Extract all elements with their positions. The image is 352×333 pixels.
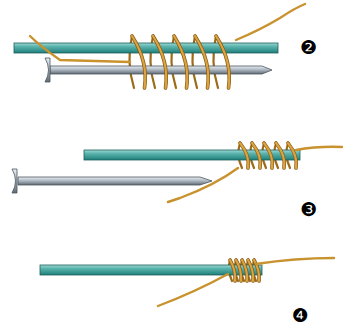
line-wrap <box>230 260 235 281</box>
line-wrap <box>153 36 166 88</box>
line-wrap <box>132 36 145 88</box>
line-wrap <box>195 36 208 88</box>
line-wrap <box>216 36 229 88</box>
line-wrap <box>174 36 187 88</box>
line-wrap <box>174 36 187 88</box>
line-wrap <box>248 260 253 281</box>
line-wrap <box>264 143 272 168</box>
line-wrap <box>236 260 241 281</box>
line-wrap <box>216 36 229 88</box>
callout-number: ❹ <box>292 304 309 326</box>
callout-number: ❷ <box>300 36 317 58</box>
line-wrap <box>264 143 272 168</box>
line-wrap <box>252 143 260 168</box>
line-wrap <box>276 143 284 168</box>
line-wrap <box>248 260 253 281</box>
line-wrap <box>240 143 248 168</box>
line-wrap <box>236 260 241 281</box>
line-wrap <box>242 260 247 281</box>
line-wrap <box>153 36 166 88</box>
line-wrap <box>252 143 260 168</box>
line-wrap <box>132 36 145 88</box>
line-wrap <box>230 260 235 281</box>
line-wrap <box>288 143 296 168</box>
line-wrap <box>242 260 247 281</box>
line-wrap <box>240 143 248 168</box>
line-wrap <box>195 36 208 88</box>
line-wrap <box>288 143 296 168</box>
callout-number: ❸ <box>300 198 317 220</box>
line-wrap <box>276 143 284 168</box>
